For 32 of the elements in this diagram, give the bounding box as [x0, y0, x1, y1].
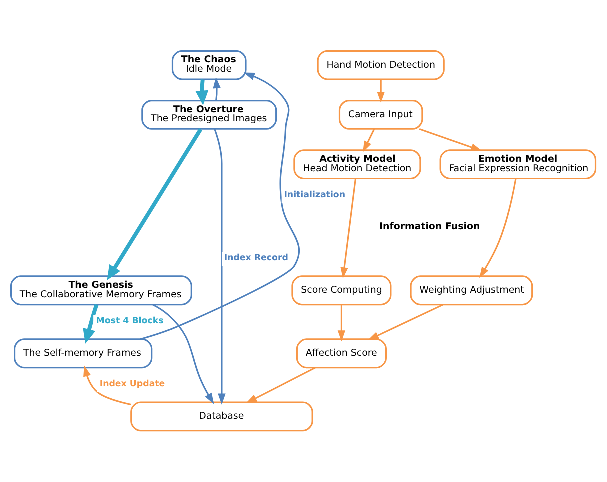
- arrow: [338, 305, 346, 342]
- arrow: [419, 128, 482, 152]
- arrow: [214, 128, 226, 405]
- arrow: [480, 178, 517, 278]
- arrow: [377, 80, 385, 104]
- arrow: [213, 77, 221, 101]
- node-box: The Self-memory Frames: [14, 338, 153, 369]
- arrow: [152, 304, 214, 404]
- node-box: Emotion Model Facial Expression Recognition: [440, 150, 597, 180]
- node-box: Activity Model Head Motion Detection: [294, 150, 422, 180]
- node-box: The Chaos Idle Mode: [172, 50, 247, 80]
- arrow: [107, 128, 203, 280]
- edge-label: Initialization: [284, 190, 346, 201]
- node-box: The Overture The Predesigned Images: [142, 100, 278, 130]
- node-box: Database: [130, 402, 314, 432]
- node-box: Score Computing: [292, 276, 392, 306]
- arrow: [368, 304, 444, 340]
- arrow: [340, 178, 357, 279]
- arrow: [363, 129, 376, 152]
- node-box: Weighting Adjustment: [410, 276, 534, 306]
- node-box: Camera Input: [338, 100, 424, 130]
- edge-label: Index Update: [100, 380, 166, 390]
- label: Information Fusion: [380, 221, 480, 232]
- edge-label: Index Record: [224, 254, 288, 264]
- arrow: [246, 367, 316, 404]
- node-box: Hand Motion Detection: [317, 50, 445, 80]
- node-box: Affection Score: [296, 338, 387, 369]
- edge-label: Most 4 Blocks: [96, 316, 164, 327]
- arrow: [83, 304, 99, 344]
- arrow: [84, 366, 132, 406]
- arrow: [196, 80, 209, 106]
- node-box: The Genesis The Collaborative Memory Frames: [10, 276, 192, 306]
